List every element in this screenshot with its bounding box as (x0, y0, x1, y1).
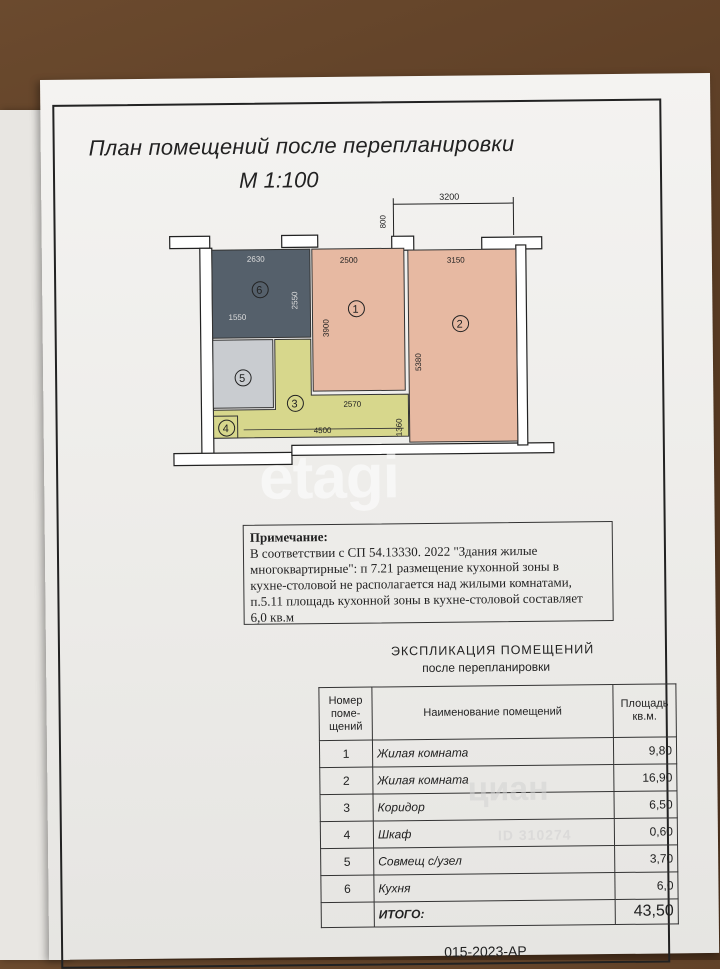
dim-room6-width: 2630 (247, 255, 265, 264)
dim-top-width: 3200 (393, 191, 513, 236)
row-number: 2 (320, 767, 373, 795)
row-number: 3 (320, 794, 373, 822)
explication-title: ЭКСПЛИКАЦИЯ ПОМЕЩЕНИЙ (391, 642, 594, 658)
svg-text:3: 3 (291, 398, 297, 410)
row-area: 16,90 (614, 764, 677, 792)
dim-room6-depth: 2550 (290, 291, 299, 309)
row-area: 6,50 (614, 791, 677, 819)
dim-label: 3200 (439, 192, 459, 202)
cian-watermark: циан (467, 770, 549, 810)
total-empty (321, 902, 374, 928)
row-area: 0,60 (614, 818, 677, 846)
dim-room2-width: 3150 (447, 256, 465, 265)
dim-hall-width: 4500 (314, 426, 332, 435)
row-area: 9,80 (613, 737, 676, 765)
cian-id-watermark: ID 310274 (498, 826, 572, 843)
explication-subtitle: после перепланировки (422, 660, 550, 675)
row-area: 3,70 (615, 845, 678, 873)
dim-room2-depth: 5380 (414, 353, 423, 371)
row-name: Жилая комната (372, 738, 613, 768)
dim-room1-depth: 3900 (322, 319, 331, 337)
svg-text:6: 6 (256, 285, 262, 297)
table-header-row: Номер поме- щений Наименование помещений… (319, 684, 677, 741)
document-code: 015-2023-АР (444, 943, 527, 960)
table-row: 5 Совмещ с/узел 3,70 (321, 845, 678, 876)
total-label: ИТОГО: (374, 900, 615, 928)
svg-text:1: 1 (352, 304, 358, 316)
row-number: 6 (321, 875, 374, 903)
header-number: Номер поме- щений (319, 687, 373, 741)
row-name: Совмещ с/узел (374, 846, 615, 876)
svg-text:2: 2 (457, 319, 463, 331)
table-row: 1 Жилая комната 9,80 (319, 737, 676, 768)
row-number: 1 (319, 740, 372, 768)
note-box: Примечание: В соответствии с СП 54.13330… (243, 521, 614, 625)
header-name: Наименование помещений (372, 685, 614, 741)
row-name: Кухня (374, 873, 615, 903)
svg-text:5: 5 (239, 373, 245, 385)
row-number: 4 (320, 821, 373, 849)
dim-room1-width: 2500 (340, 256, 358, 265)
dim-balcony: 800 (378, 214, 387, 228)
row-area: 6,0 (615, 872, 678, 900)
row-number: 5 (321, 848, 374, 876)
svg-text:4: 4 (223, 423, 229, 435)
document-sheet: План помещений после перепланировки М 1:… (40, 73, 719, 960)
table-row: 6 Кухня 6,0 (321, 872, 678, 903)
dim-bath-width: 1550 (228, 313, 246, 322)
total-value: 43,50 (615, 899, 678, 925)
room-2-living (408, 249, 518, 442)
header-area: Площадь кв.м. (613, 684, 677, 738)
row-name: Шкаф (373, 819, 614, 849)
dim-corridor-width: 2570 (343, 400, 361, 409)
etagi-watermark: etagi (259, 441, 399, 513)
dim-corridor-depth: 1360 (395, 418, 404, 436)
table-total-row: ИТОГО: 43,50 (321, 899, 678, 928)
